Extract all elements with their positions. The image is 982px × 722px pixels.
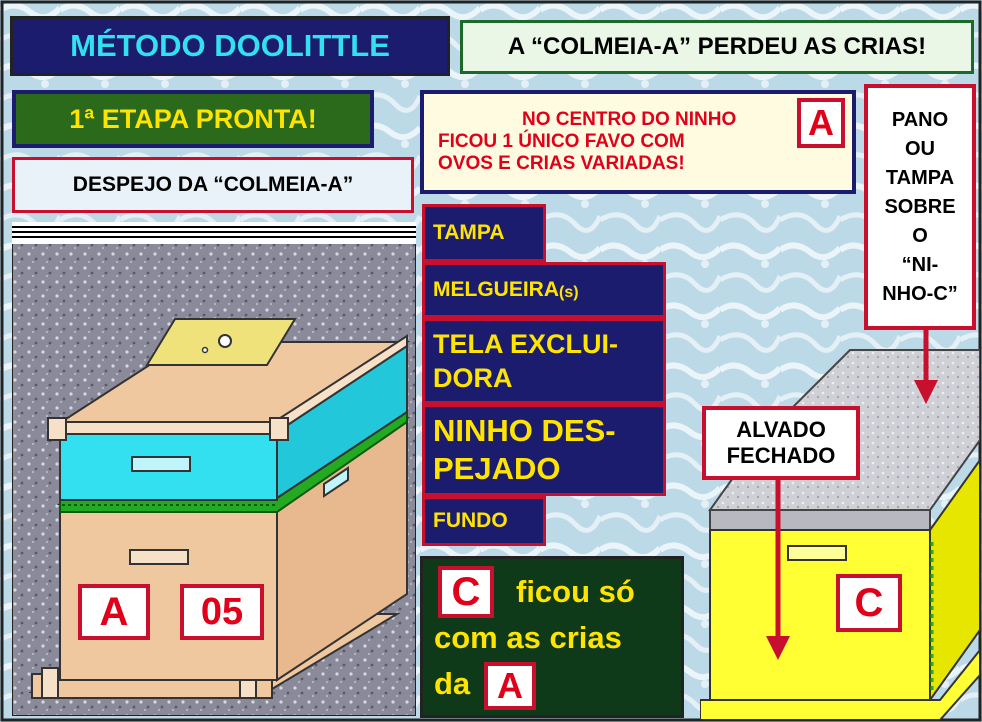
- headline-box: A “COLMEIA-A” PERDEU AS CRIAS!: [460, 20, 974, 74]
- label-ninho-line2: PEJADO: [433, 451, 561, 486]
- label-tela-line1: TELA EXCLUI-: [433, 329, 618, 359]
- label-ninho-despejado: NINHO DES- PEJADO: [422, 404, 666, 496]
- result-tag-a: A: [484, 662, 536, 710]
- pano-line-2: OU: [905, 137, 935, 160]
- despejo-label: DESPEJO DA “COLMEIA-A”: [72, 173, 354, 196]
- label-fundo: FUNDO: [422, 496, 546, 546]
- label-tampa-text: TAMPA: [433, 221, 505, 244]
- hive-a-tag: A: [78, 584, 150, 640]
- label-melgueira-text: MELGUEIRA: [433, 278, 559, 301]
- label-melgueira: MELGUEIRA(s): [422, 262, 666, 318]
- despejo-box: DESPEJO DA “COLMEIA-A”: [12, 157, 414, 213]
- alvado-line2: FECHADO: [726, 443, 836, 468]
- alvado-box: ALVADO FECHADO: [702, 406, 860, 480]
- result-text-3: da: [434, 666, 471, 701]
- alvado-line1: ALVADO: [736, 417, 826, 442]
- page-title: MÉTODO DOOLITTLE: [70, 28, 390, 63]
- label-tela-line2: DORA: [433, 363, 513, 393]
- hive-c-tag: C: [836, 574, 902, 632]
- hive-a-illustration: [12, 222, 416, 716]
- result-tag-c: C: [438, 566, 494, 618]
- label-melgueira-suffix: (s): [559, 284, 579, 301]
- label-tela-excluidora: TELA EXCLUI- DORA: [422, 318, 666, 404]
- pano-line-3: TAMPA: [885, 166, 955, 189]
- pano-line-7: NHO-C”: [882, 282, 958, 305]
- title-box: MÉTODO DOOLITTLE: [10, 16, 450, 76]
- result-text-2: com as crias: [434, 620, 622, 655]
- pano-line-1: PANO: [891, 108, 949, 131]
- label-fundo-text: FUNDO: [433, 509, 508, 532]
- pano-line-6: “NI-: [901, 253, 939, 276]
- stage-box: 1ª ETAPA PRONTA!: [12, 90, 374, 148]
- pano-line-5: O: [912, 224, 928, 247]
- result-text-1: ficou só: [516, 574, 635, 609]
- centro-line3: OVOS E CRIAS VARIADAS!: [438, 153, 685, 174]
- stage-label: 1ª ETAPA PRONTA!: [69, 103, 317, 134]
- centro-line1: NO CENTRO DO NINHO: [522, 109, 737, 130]
- label-ninho-line1: NINHO DES-: [433, 413, 616, 448]
- hive-c-illustration: [700, 330, 980, 720]
- pano-line-4: SOBRE: [884, 195, 956, 218]
- label-tampa: TAMPA: [422, 204, 546, 262]
- centro-box: NO CENTRO DO NINHO FICOU 1 ÚNICO FAVO CO…: [420, 90, 856, 194]
- centro-line2: FICOU 1 ÚNICO FAVO COM: [438, 131, 685, 152]
- hive-a-number: 05: [180, 584, 264, 640]
- headline: A “COLMEIA-A” PERDEU AS CRIAS!: [507, 33, 927, 60]
- pano-box: PANO OU TAMPA SOBRE O “NI- NHO-C”: [864, 84, 976, 330]
- centro-tag-a: A: [797, 98, 845, 148]
